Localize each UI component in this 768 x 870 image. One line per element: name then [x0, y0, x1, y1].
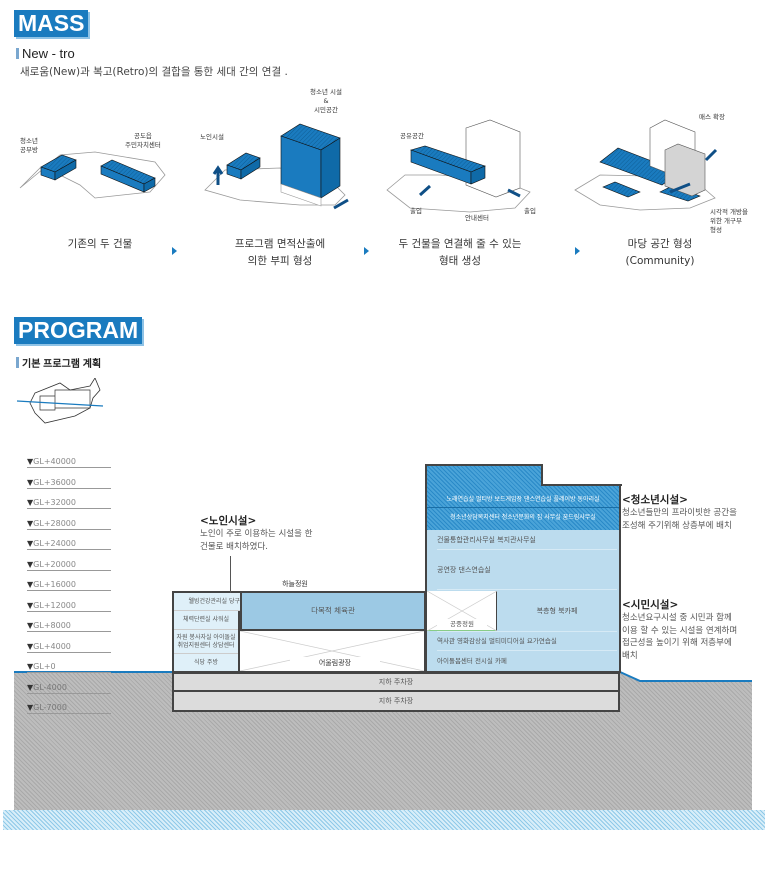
room-youth-1: 노래연습실 멀티방 보드게임장 댄스연습실 플레이방 동아리실	[427, 492, 619, 508]
level-label: GL+24000	[27, 539, 111, 550]
label-senior: 노인시설	[200, 133, 224, 141]
level-label: GL+8000	[27, 621, 111, 632]
public-garden-void: 공중정원	[427, 591, 497, 631]
room-volunteer: 자원 봉사자실 아이돌실 취업지원센터 상담센터	[174, 630, 238, 654]
label-community-center: 공도읍 주민자치센터	[125, 132, 161, 149]
room-childcare: 아이돌봄센터 전시실 카페	[437, 657, 507, 665]
note-title: <청소년시설>	[622, 494, 688, 506]
level-label: GL+40000	[27, 457, 111, 468]
note-line: 청소년들만의 프라이빗한 공간을	[622, 508, 737, 518]
mass-subtitle: New - tro	[16, 46, 75, 61]
level-label: GL+0	[27, 662, 111, 673]
note-citizen: <시민시설> 청소년요구시설 중 시민과 함께 이용 할 수 있는 시설을 연계…	[622, 597, 757, 662]
key-plan	[16, 378, 104, 424]
basement: 지하 주차장 지하 주차장	[172, 672, 620, 712]
level-label: GL+32000	[27, 498, 111, 509]
note-senior: <노인시설> 노인이 주로 이용하는 시설을 한 건물로 배치하였다.	[200, 513, 370, 553]
room-hall: 공연장 댄스연습실	[437, 550, 617, 590]
level-label: GL-7000	[27, 703, 111, 714]
level-label: GL+16000	[27, 580, 111, 591]
level-label: GL+4000	[27, 642, 111, 653]
label-youth-study: 청소년 공부방	[20, 137, 38, 154]
room-fitness: 체력단련실 샤워실	[174, 611, 238, 630]
arrow-right-icon	[172, 247, 177, 255]
note-line: 접근성을 높이기 위해 저층부에	[622, 638, 732, 648]
roof-step	[541, 464, 622, 486]
label-mass-expansion: 매스 확장	[699, 113, 725, 121]
note-line: 이용 할 수 있는 시설을 연계하며	[622, 625, 738, 636]
parking-b2: 지하 주차장	[378, 697, 414, 705]
label-youth-citizen: 청소년 시설 & 시민공간	[310, 88, 342, 114]
sky-garden-label: 하늘정원	[282, 580, 308, 588]
room-book-cafe: 복층형 북카페	[536, 607, 578, 615]
level-label: GL+28000	[27, 519, 111, 530]
mass-diagrams	[19, 119, 718, 213]
wall	[238, 611, 240, 672]
note-youth: <청소년시설> 청소년들만의 프라이빗한 공간을 조성해 주기위해 상층부에 배…	[622, 492, 762, 532]
mass-title: MASS	[14, 10, 89, 37]
program-title: PROGRAM	[14, 317, 143, 344]
room-history: 역사관 영화감상실 멀티미디어실 요가연습실	[437, 631, 617, 651]
label-entrance-2: 출입	[524, 207, 536, 215]
program-subtitle: 기본 프로그램 계획	[16, 355, 101, 370]
arrow-right-icon	[364, 247, 369, 255]
note-line: 노인이 주로 이용하는 시설을 한	[200, 529, 313, 539]
label-entrance-1: 출입	[410, 207, 422, 215]
level-label: GL+12000	[27, 601, 111, 612]
level-label: GL+36000	[27, 478, 111, 489]
level-label: GL+20000	[27, 560, 111, 571]
leader-line	[230, 556, 231, 593]
level-label: GL-4000	[27, 683, 111, 694]
room-youth-2: 청소년상담복지센터 청소년문화의 집 사무실 꿈드림사무실	[450, 514, 596, 521]
note-line: 청소년요구시설 중 시민과 함께	[622, 613, 732, 623]
note-line: 조성해 주기위해 상층부에 배치	[622, 520, 732, 531]
plaza-void	[240, 631, 424, 671]
arrow-right-icon	[575, 247, 580, 255]
mass-description: 새로움(New)과 복고(Retro)의 결합을 통한 세대 간의 연결 .	[20, 66, 288, 78]
room-plaza: 어울림광장	[290, 657, 380, 669]
note-title: <시민시설>	[622, 599, 679, 611]
room-admin: 건물통합관리사무실 복지관사무실	[437, 530, 617, 550]
note-line: 배치	[622, 650, 638, 661]
parking-b1: 지하 주차장	[174, 674, 618, 692]
room-gym: 다목적 체육관	[240, 593, 424, 631]
note-line: 건물로 배치하였다.	[200, 541, 268, 552]
foundation-strip	[3, 810, 765, 830]
label-opening: 시각적 개방을 위한 개구부 형성	[710, 208, 748, 234]
room-cafeteria: 식당 주방	[174, 654, 238, 671]
label-shared-space: 공유공간	[400, 132, 424, 140]
caption-step-1: 기존의 두 건물	[67, 238, 133, 250]
label-info-center: 안내센터	[465, 214, 489, 222]
note-title: <노인시설>	[200, 515, 257, 527]
caption-step-4: 마당 공간 형성(Community)	[625, 238, 695, 267]
room-public-garden: 공중정원	[437, 619, 487, 629]
